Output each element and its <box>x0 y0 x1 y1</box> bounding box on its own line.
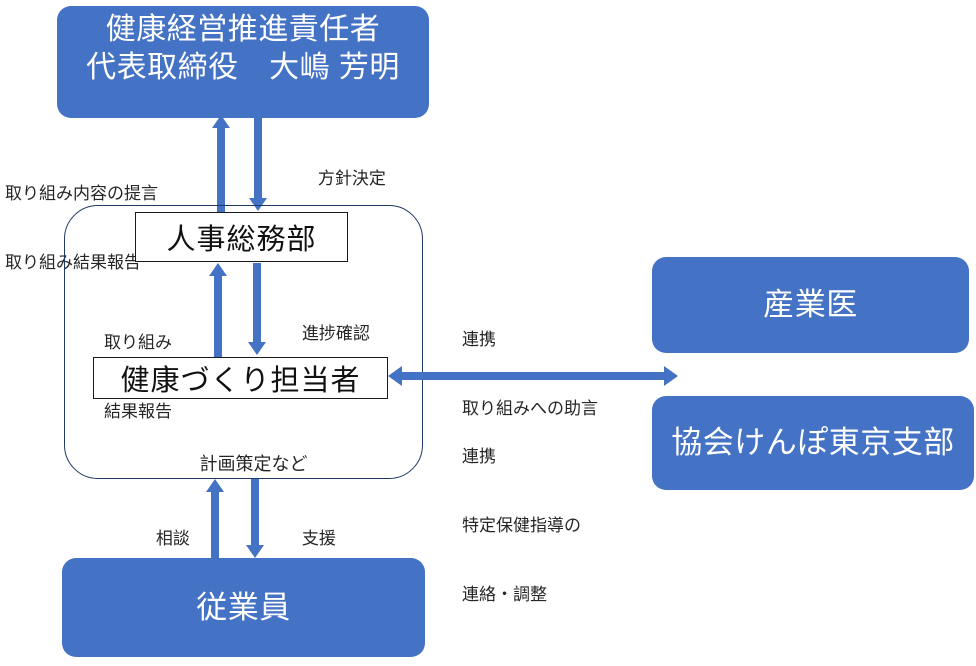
arrow-external-liaison-shaft <box>400 372 668 380</box>
label-policy-decision: 方針決定 <box>299 145 386 214</box>
label-kenpo-link-line3: 連絡・調整 <box>462 584 547 604</box>
node-health-management-officer-text: 健康経営推進責任者 代表取締役 大嶋 芳明 <box>86 11 400 88</box>
node-kenpo-tokyo-branch[interactable]: 協会けんぽ東京支部 <box>652 396 974 490</box>
node-employees[interactable]: 従業員 <box>62 558 425 657</box>
label-consult-text: 相談 <box>155 528 190 548</box>
label-progress-check: 進捗確認 <box>283 300 370 369</box>
label-support-text: 支援 <box>301 528 336 548</box>
arrow-consult-up-head <box>206 479 224 492</box>
node-occupational-physician[interactable]: 産業医 <box>652 257 969 353</box>
arrow-external-liaison-head-left <box>388 366 402 386</box>
arrow-support-down-shaft <box>251 479 259 547</box>
label-planning-note-text: 計画策定など <box>199 454 308 475</box>
label-kenpo-link-line2: 特定保健指導の <box>462 515 581 535</box>
arrow-proposal-up-shaft <box>217 124 225 214</box>
label-policy-decision-text: 方針決定 <box>317 168 386 188</box>
label-support: 支援 <box>283 505 336 574</box>
label-result-report-line1: 取り組み <box>104 332 172 352</box>
label-physician-link-line2: 取り組みへの助言 <box>462 398 598 418</box>
arrow-proposal-up-head <box>212 115 230 128</box>
label-consult: 相談 <box>137 505 190 574</box>
node-health-officer[interactable]: 健康づくり担当者 <box>93 357 388 399</box>
node-occupational-physician-text: 産業医 <box>763 287 858 323</box>
top-box-line2: 代表取締役 大嶋 芳明 <box>86 51 400 84</box>
arrow-policy-down-shaft <box>254 118 262 200</box>
label-proposal: 取り組み内容の提言 取り組み結果報告 <box>5 137 158 321</box>
node-hr-department-text: 人事総務部 <box>166 224 317 256</box>
arrow-result-report-up-shaft <box>214 274 222 358</box>
arrow-progress-check-down-head <box>248 342 266 355</box>
arrow-support-down-head <box>246 545 264 558</box>
label-kenpo-link-line1: 連携 <box>462 446 496 466</box>
label-result-report: 取り組み 結果報告 <box>104 286 172 470</box>
label-physician-link-line1: 連携 <box>462 329 496 349</box>
arrow-progress-check-down-shaft <box>253 263 261 344</box>
label-progress-check-text: 進捗確認 <box>301 323 370 343</box>
arrow-result-report-up-head <box>209 263 227 276</box>
node-health-management-officer[interactable]: 健康経営推進責任者 代表取締役 大嶋 芳明 <box>57 6 429 118</box>
label-kenpo-link: 連携 特定保健指導の 連絡・調整 <box>462 400 581 652</box>
label-proposal-line2: 取り組み結果報告 <box>5 252 141 272</box>
top-box-line1: 健康経営推進責任者 <box>105 12 381 46</box>
label-planning-note: 計画策定など <box>64 428 423 501</box>
node-employees-text: 従業員 <box>196 589 291 625</box>
internal-structure-container <box>64 205 423 479</box>
label-result-report-line2: 結果報告 <box>104 401 172 421</box>
label-proposal-line1: 取り組み内容の提言 <box>5 183 158 203</box>
node-hr-department[interactable]: 人事総務部 <box>135 212 348 262</box>
arrow-external-liaison-head-right <box>664 366 678 386</box>
label-physician-link: 連携 取り組みへの助言 <box>462 283 598 467</box>
arrow-policy-down-head <box>249 198 267 211</box>
node-health-officer-text: 健康づくり担当者 <box>120 365 361 397</box>
node-kenpo-tokyo-branch-text: 協会けんぽ東京支部 <box>671 425 955 461</box>
arrow-consult-up-shaft <box>211 491 219 560</box>
